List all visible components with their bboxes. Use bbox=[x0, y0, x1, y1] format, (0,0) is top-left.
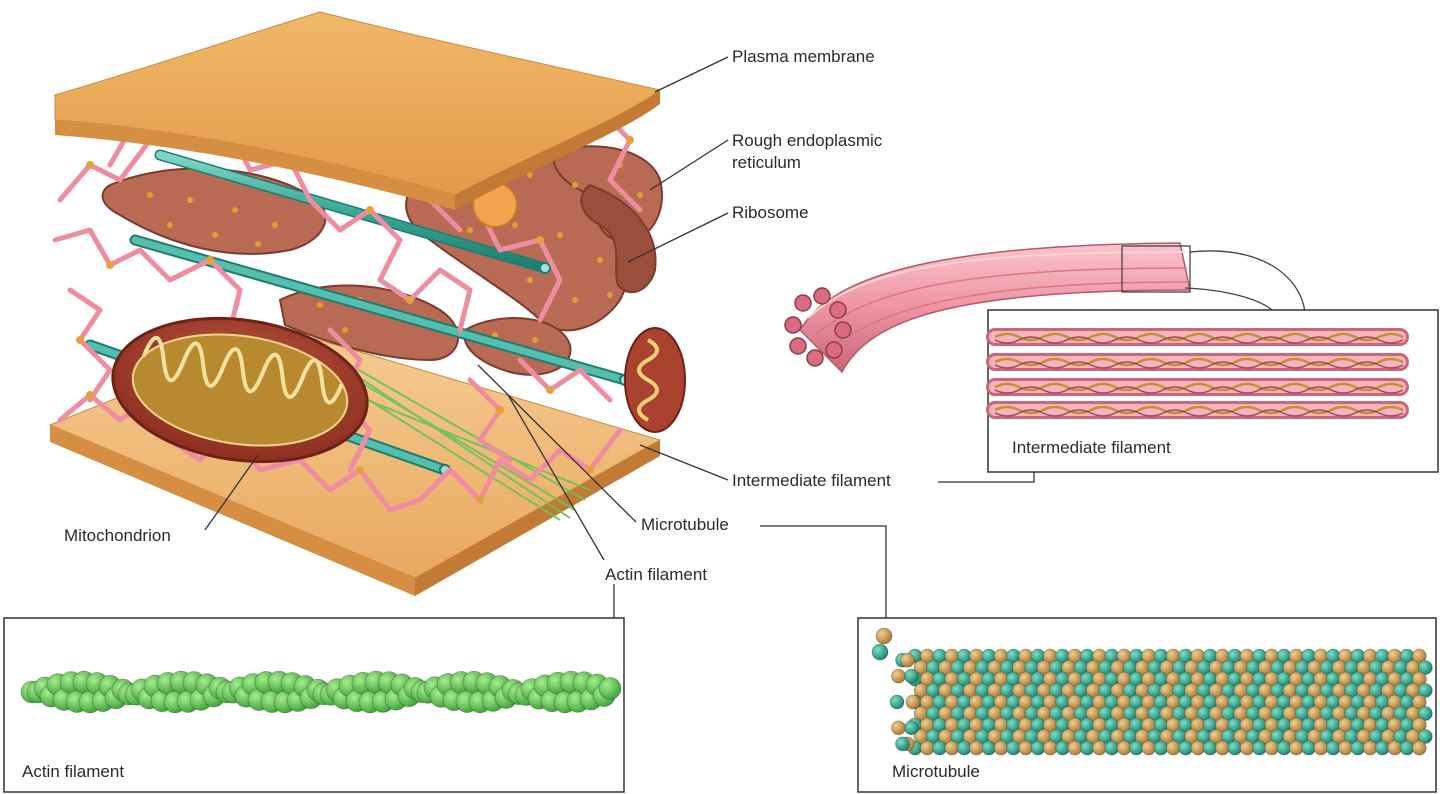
leader-lines bbox=[204, 56, 1035, 618]
mitochondrion-shape bbox=[111, 316, 369, 464]
tubulin-bead bbox=[1411, 671, 1427, 687]
inset-label-intermediate-filament: Intermediate filament bbox=[1012, 438, 1171, 457]
tubulin-bead bbox=[1411, 694, 1427, 710]
tubulin-bead bbox=[889, 694, 905, 710]
tubulin-bead bbox=[1417, 706, 1433, 721]
label-microtubule: Microtubule bbox=[641, 515, 729, 534]
tubulin-bead bbox=[1153, 740, 1169, 756]
inset-intermediate-filament bbox=[986, 309, 1439, 473]
tubulin-bead bbox=[1202, 740, 1218, 756]
label-plasma-membrane: Plasma membrane bbox=[732, 47, 875, 66]
label-actin-filament: Actin filament bbox=[605, 565, 708, 584]
tubulin-bead bbox=[891, 668, 906, 684]
label-rough-er-line2: reticulum bbox=[732, 153, 801, 172]
tubulin-bead bbox=[1325, 740, 1341, 756]
tubulin-bead bbox=[904, 720, 919, 736]
tubulin-bead bbox=[871, 643, 889, 661]
tubulin-bead bbox=[1338, 740, 1353, 756]
tubulin-bead bbox=[891, 720, 906, 736]
mitochondrion-cut bbox=[624, 327, 686, 433]
inset-label-microtubule: Microtubule bbox=[892, 762, 980, 781]
tubulin-bead bbox=[895, 736, 910, 752]
tubulin-bead bbox=[1141, 740, 1157, 756]
inset-label-actin-filament: Actin filament bbox=[22, 762, 125, 781]
tubulin-bead bbox=[904, 668, 919, 684]
label-rough-er-line1: Rough endoplasmic bbox=[732, 131, 883, 150]
tubulin-bead bbox=[1399, 740, 1415, 756]
actin-bead bbox=[598, 676, 622, 700]
tubulin-bead bbox=[1411, 648, 1427, 664]
tubulin-bead bbox=[1030, 740, 1046, 756]
tubulin-bead bbox=[1362, 740, 1378, 756]
label-ribosome: Ribosome bbox=[732, 203, 809, 222]
label-intermediate-filament: Intermediate filament bbox=[732, 471, 891, 490]
intermediate-filament-rope bbox=[784, 242, 1316, 374]
tubulin-bead bbox=[875, 627, 893, 645]
actin-beads bbox=[20, 670, 622, 714]
tubulin-bead bbox=[1079, 740, 1095, 756]
label-mitochondrion: Mitochondrion bbox=[64, 526, 171, 545]
tubulin-bead bbox=[1387, 740, 1403, 756]
tubulin-bead bbox=[1018, 740, 1034, 756]
tubulin-bead bbox=[1264, 740, 1280, 756]
tubulin-bead bbox=[900, 652, 915, 668]
tubulin-bead bbox=[1411, 740, 1427, 756]
tubulin-bead bbox=[1417, 660, 1433, 675]
tubulin-bead bbox=[1092, 740, 1107, 756]
tubulin-bead bbox=[1411, 717, 1427, 733]
tubulin-bead bbox=[1055, 740, 1070, 756]
tubulin-bead bbox=[905, 694, 921, 710]
tubulin-bead bbox=[1116, 740, 1132, 756]
tubulin-bead bbox=[932, 740, 947, 756]
tubulin-bead bbox=[1276, 740, 1292, 756]
tubulin-bead bbox=[1417, 729, 1433, 744]
tubulin-bead bbox=[1239, 740, 1255, 756]
inset-microtubule bbox=[857, 617, 1437, 793]
tubulin-bead bbox=[1301, 740, 1316, 756]
tubulin-bead bbox=[1215, 740, 1230, 756]
cell-block-illustration bbox=[48, 11, 686, 596]
actin-bundle bbox=[339, 364, 591, 521]
tubulin-beads bbox=[871, 627, 1433, 756]
tubulin-bead bbox=[1417, 683, 1433, 698]
tubulin-bead bbox=[993, 740, 1009, 756]
tubulin-bead bbox=[1178, 740, 1193, 756]
inset-actin-filament bbox=[3, 617, 625, 793]
